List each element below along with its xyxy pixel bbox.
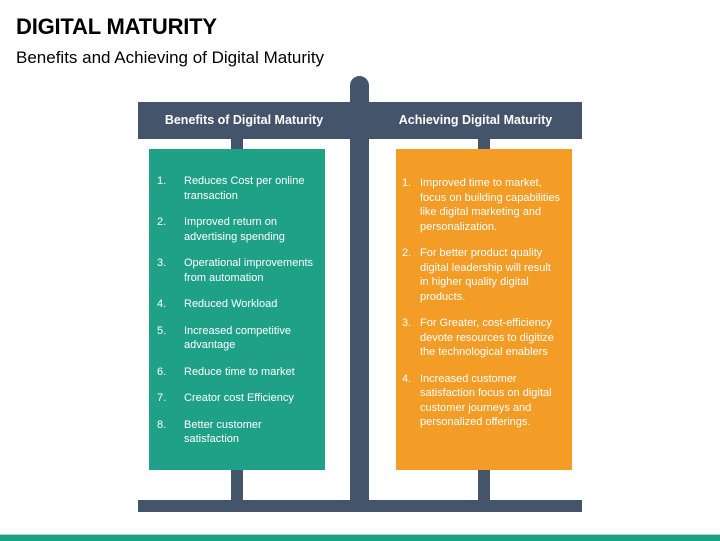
item-number: 7. xyxy=(157,392,167,404)
list-item: 4. Increased customer satisfaction focus … xyxy=(402,372,562,430)
item-number: 4. xyxy=(402,372,412,385)
item-number: 3. xyxy=(402,317,412,329)
item-number: 1. xyxy=(157,175,167,187)
achieving-box: 1. Improved time to market, focus on buil… xyxy=(396,149,572,470)
benefits-header: Benefits of Digital Maturity xyxy=(164,113,324,127)
item-number: 1. xyxy=(402,177,412,189)
left-top-connector xyxy=(231,139,243,149)
item-text: Creator cost Efficiency xyxy=(184,392,294,404)
center-pole xyxy=(350,76,369,512)
list-item: 2. Improved return on advertising spendin… xyxy=(157,215,317,244)
benefits-box: 1. Reduces Cost per online transaction 2.… xyxy=(149,149,325,470)
item-text: Improved return on advertising spending xyxy=(184,216,285,243)
list-item: 7. Creator cost Efficiency xyxy=(157,391,317,406)
benefits-list: 1. Reduces Cost per online transaction 2.… xyxy=(157,174,317,447)
list-item: 3. Operational improvements from automati… xyxy=(157,256,317,285)
item-text: Reduced Workload xyxy=(184,298,278,310)
item-number: 5. xyxy=(157,324,167,337)
slide-subtitle: Benefits and Achieving of Digital Maturi… xyxy=(16,48,325,67)
list-item: 1. Improved time to market, focus on buil… xyxy=(402,176,562,234)
slide-title: DIGITAL MATURITY xyxy=(16,14,217,39)
item-text: Better customer satisfaction xyxy=(184,418,262,446)
bottom-bar xyxy=(138,500,582,512)
list-item: 4. Reduced Workload xyxy=(157,297,317,312)
item-text: Increased competitive advantage xyxy=(184,324,291,352)
item-number: 8. xyxy=(157,418,167,431)
item-number: 3. xyxy=(157,257,167,269)
right-top-connector xyxy=(478,139,490,149)
item-text: For Greater, cost-efficiency devote reso… xyxy=(420,317,554,358)
item-number: 2. xyxy=(157,216,167,228)
footer-strip xyxy=(0,534,720,541)
left-bottom-connector xyxy=(231,470,243,500)
achieving-header: Achieving Digital Maturity xyxy=(398,113,553,127)
item-text: Improved time to market, focus on buildi… xyxy=(420,177,561,233)
item-number: 4. xyxy=(157,298,167,310)
list-item: 2. For better product quality digital lea… xyxy=(402,246,562,304)
list-item: 8. Better customer satisfaction xyxy=(157,418,317,447)
item-text: For better product quality digital leade… xyxy=(420,247,551,303)
list-item: 1. Reduces Cost per online transaction xyxy=(157,174,317,203)
right-bottom-connector xyxy=(478,470,490,500)
achieving-list: 1. Improved time to market, focus on buil… xyxy=(402,176,562,430)
item-number: 6. xyxy=(157,365,167,378)
item-text: Reduce time to market xyxy=(184,365,295,378)
item-text: Operational improvements from automation xyxy=(184,257,314,284)
item-text: Reduces Cost per online transaction xyxy=(184,175,305,202)
item-number: 2. xyxy=(402,247,412,259)
list-item: 5. Increased competitive advantage xyxy=(157,324,317,353)
top-bar xyxy=(138,102,582,139)
item-text: Increased customer satisfaction focus on… xyxy=(420,372,552,429)
list-item: 6. Reduce time to market xyxy=(157,365,317,380)
list-item: 3. For Greater, cost-efficiency devote re… xyxy=(402,316,562,360)
